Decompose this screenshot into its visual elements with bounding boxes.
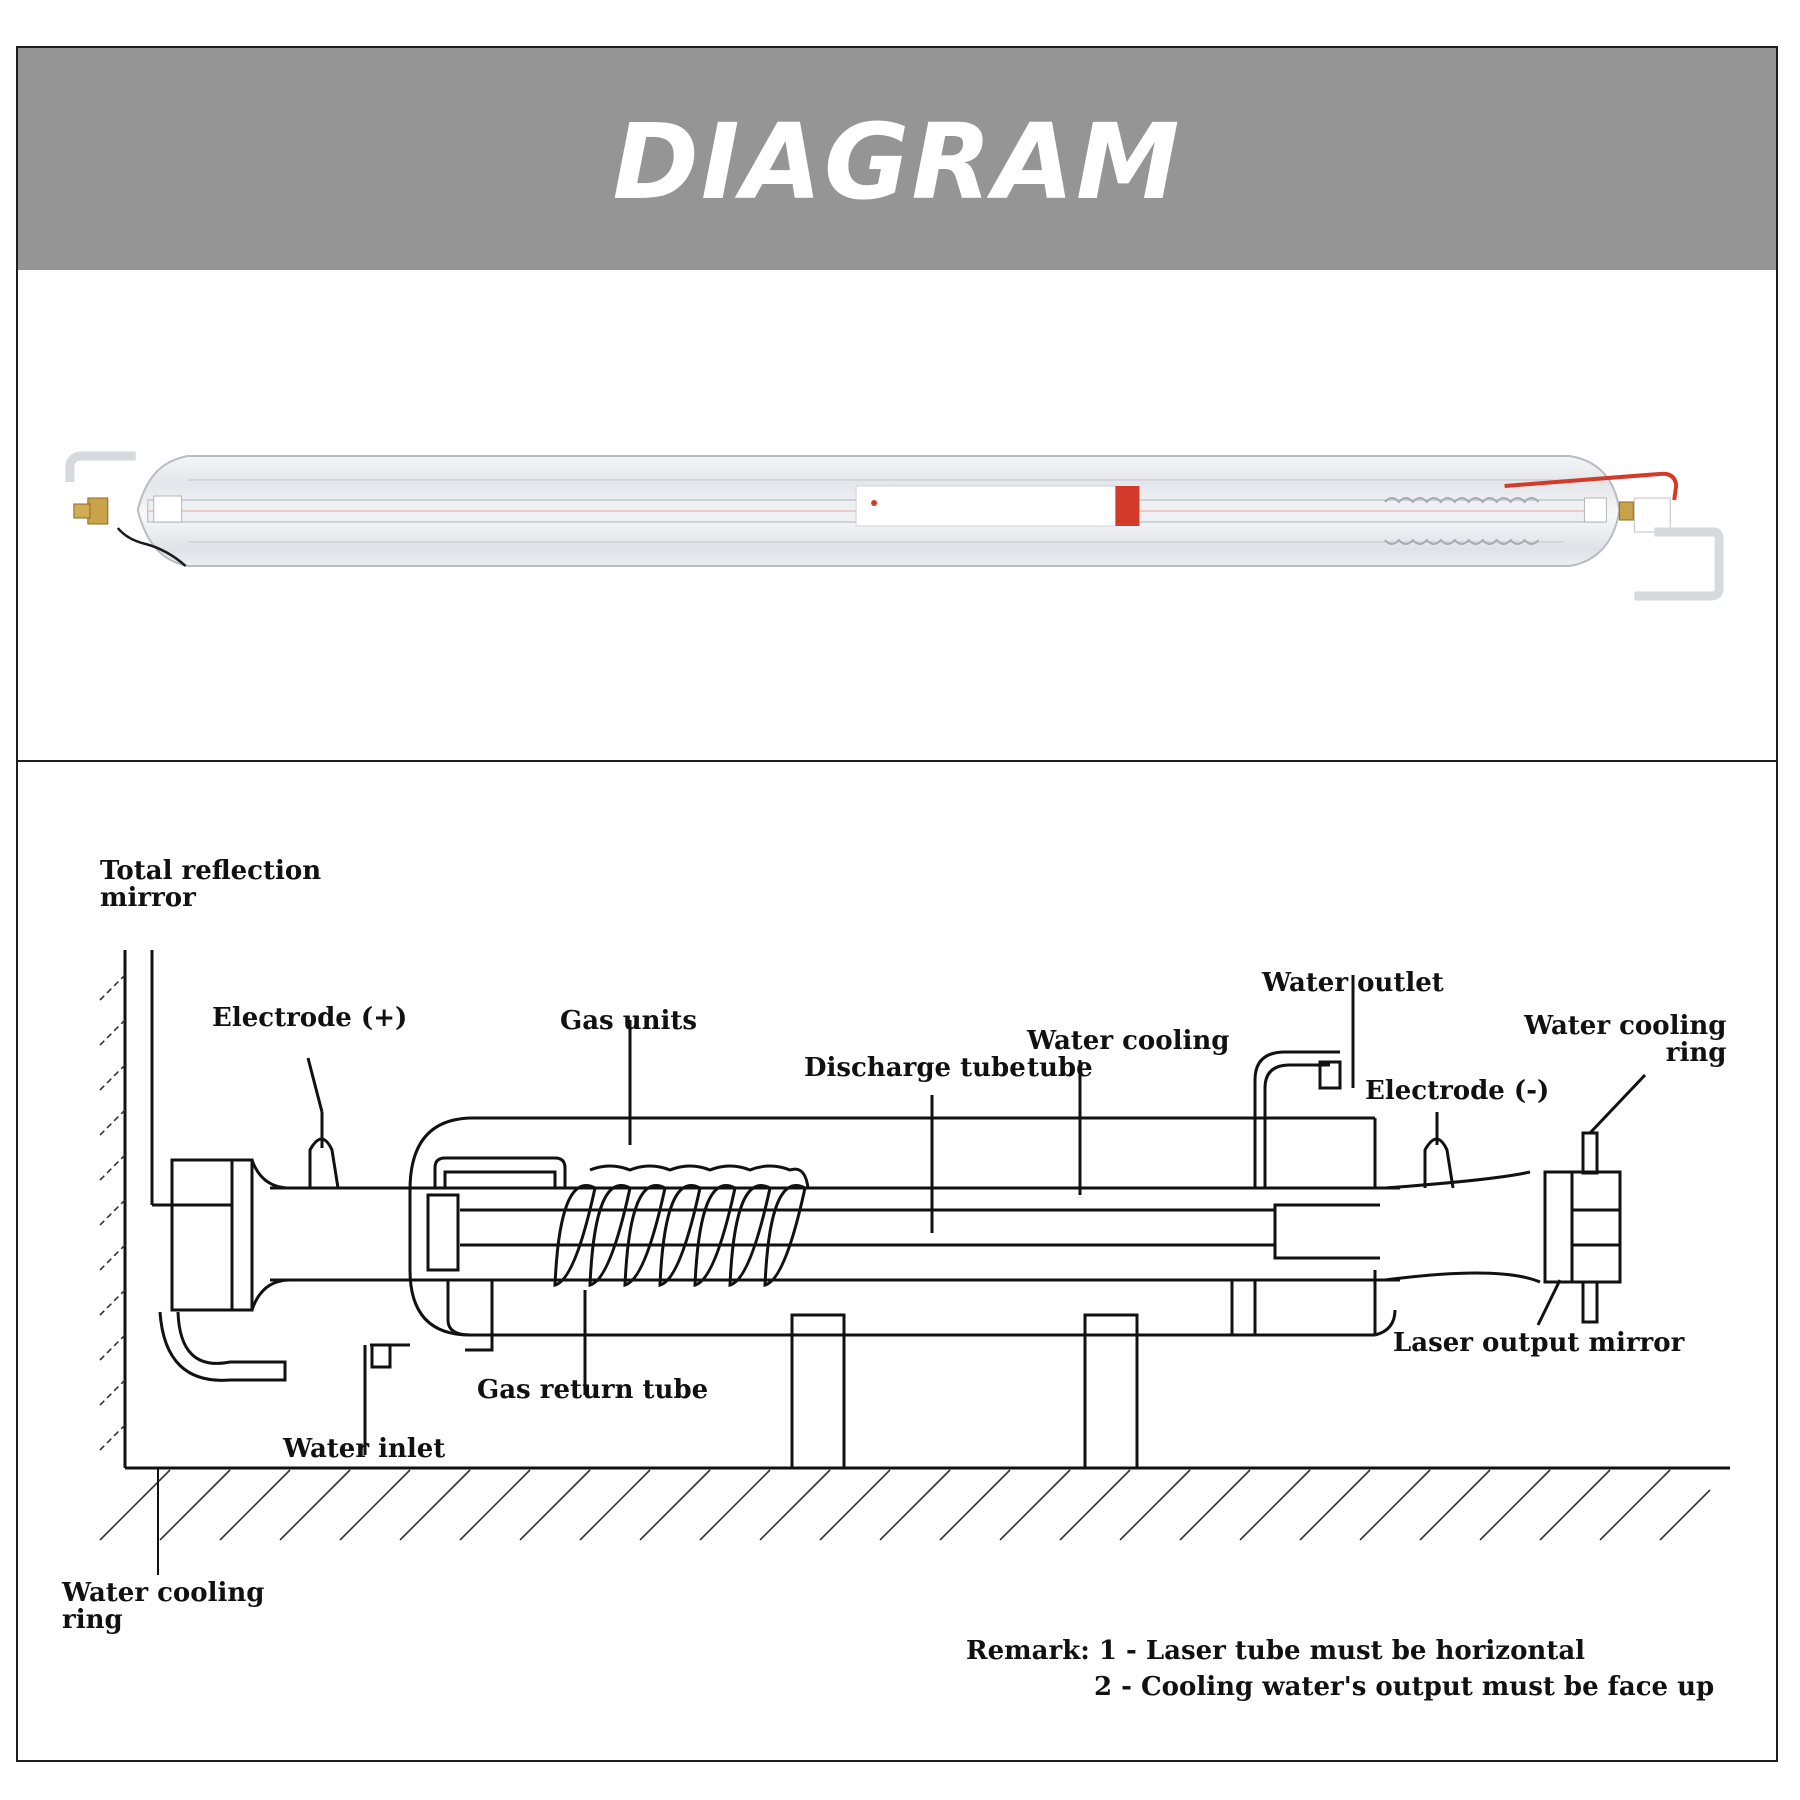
label-discharge-tube: Discharge tube <box>804 1053 1026 1083</box>
label-line: Water cooling <box>1524 1011 1727 1041</box>
label-water-cooling-ring-left: Water cooling ring <box>62 1578 265 1636</box>
laser-tube-photo <box>65 451 1724 601</box>
remark-line-2: 2 - Cooling water's output must be face … <box>1094 1672 1715 1702</box>
header-band: DIAGRAM <box>18 48 1776 270</box>
section-divider <box>18 760 1776 762</box>
label-line: Total reflection <box>100 856 322 886</box>
label-water-outlet: Water outlet <box>1262 968 1444 998</box>
label-line: tube <box>1027 1053 1093 1084</box>
remark-note: Remark: 1 - Laser tube must be horizonta… <box>966 1633 1714 1705</box>
label-electrode-positive: Electrode (+) <box>212 1003 408 1033</box>
label-water-cooling-tube: Water cooling tube <box>1027 1026 1230 1084</box>
label-water-cooling-ring-right: Water cooling ring <box>1524 1011 1727 1069</box>
label-electrode-negative: Electrode (-) <box>1365 1076 1550 1106</box>
label-line: mirror <box>100 883 196 914</box>
label-total-reflection-mirror: Total reflection mirror <box>100 856 322 914</box>
label-water-inlet: Water inlet <box>283 1434 446 1464</box>
label-line: Water cooling <box>1027 1026 1230 1056</box>
label-line: ring <box>1665 1038 1727 1069</box>
label-line: ring <box>62 1605 123 1636</box>
remark-line-1: Remark: 1 - Laser tube must be horizonta… <box>966 1636 1586 1666</box>
page-title: DIAGRAM <box>612 101 1182 223</box>
label-line: Water cooling <box>62 1578 265 1608</box>
label-laser-output-mirror: Laser output mirror <box>1393 1328 1685 1358</box>
label-gas-return-tube: Gas return tube <box>477 1375 709 1405</box>
figure-frame: DIAGRAM <box>16 46 1778 1762</box>
label-gas-units: Gas units <box>560 1006 698 1036</box>
